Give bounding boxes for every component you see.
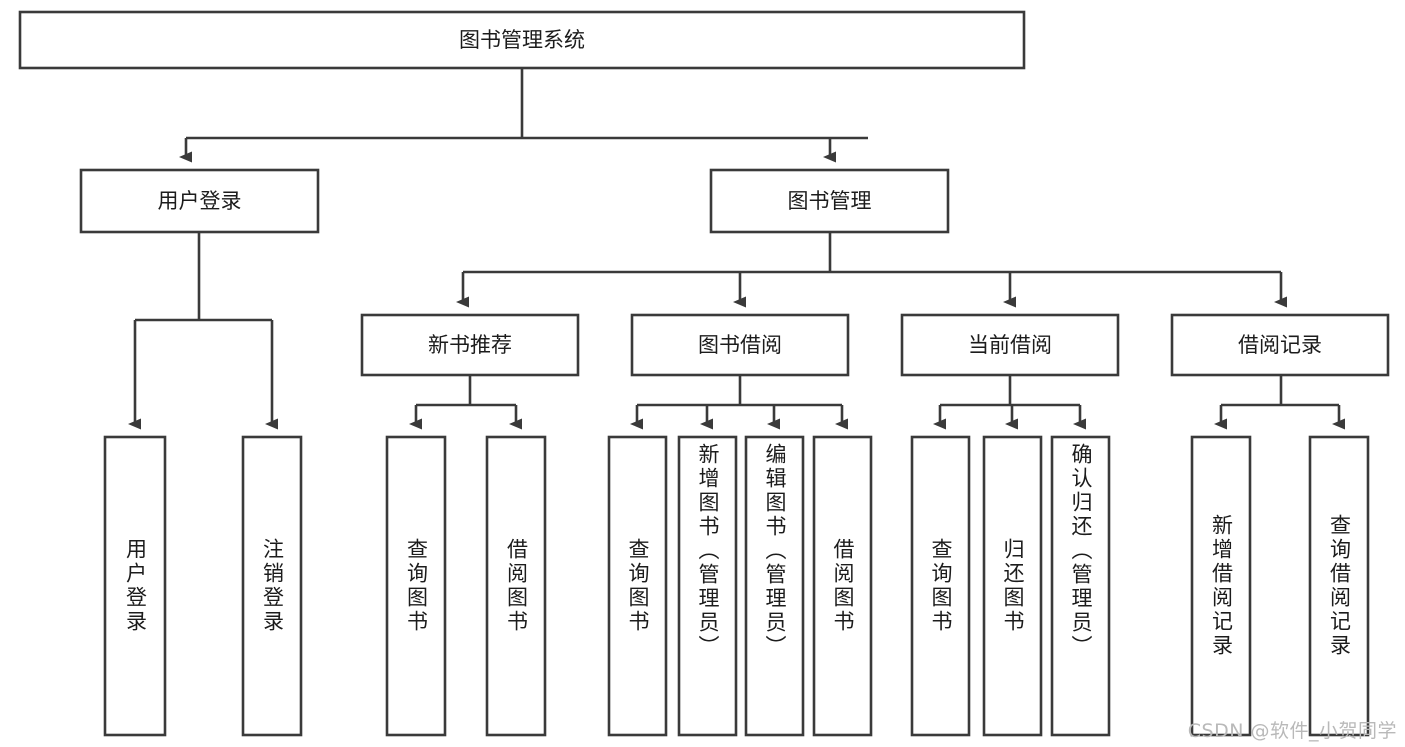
node-root-box[interactable] — [18, 10, 1026, 70]
node-root-label: 图书管理系统 — [459, 28, 585, 52]
node-br-add-record[interactable]: 新增借阅记录 — [1190, 435, 1252, 737]
node-br-query-record-label: 查询借阅记录 — [1327, 514, 1352, 658]
node-cb-return-book[interactable]: 归还图书 — [982, 435, 1043, 737]
node-nbr-borrow-book-label: 借阅图书 — [504, 538, 529, 634]
node-cb-confirm-return-box[interactable] — [1050, 435, 1111, 737]
node-cb-return-book-box[interactable] — [982, 435, 1043, 737]
connector-group-book-borrow — [630, 375, 848, 430]
node-logout-leaf-label: 注销登录 — [260, 538, 285, 634]
node-cb-query-book-label: 查询图书 — [929, 538, 953, 634]
connector-group-current-borrow — [933, 375, 1086, 430]
node-user-login-label: 用户登录 — [158, 189, 242, 213]
node-bb-query-book[interactable]: 查询图书 — [607, 435, 668, 737]
node-cb-confirm-return-label: 确认归还（管理员） — [1069, 443, 1093, 659]
connector-group-new-book-recommend — [409, 375, 522, 430]
node-new-book-recommend[interactable]: 新书推荐 — [360, 313, 580, 377]
node-book-borrow-label: 图书借阅 — [698, 333, 782, 357]
node-nbr-query-book-box[interactable] — [385, 435, 447, 737]
connector-group-user-login — [128, 232, 278, 430]
node-bb-edit-book-box[interactable] — [744, 435, 805, 737]
node-book-manage-box[interactable] — [709, 168, 950, 234]
node-bb-edit-book-label: 编辑图书（管理员） — [763, 443, 787, 659]
node-br-add-record-box[interactable] — [1190, 435, 1252, 737]
node-bb-borrow-book-label: 借阅图书 — [831, 538, 855, 634]
node-cb-return-book-label: 归还图书 — [1001, 538, 1025, 634]
node-book-manage-label: 图书管理 — [788, 189, 872, 213]
node-user-login-box[interactable] — [79, 168, 320, 234]
node-cb-query-book[interactable]: 查询图书 — [910, 435, 971, 737]
node-bb-borrow-book-box[interactable] — [812, 435, 873, 737]
node-nbr-borrow-book-box[interactable] — [485, 435, 547, 737]
node-bb-query-book-box[interactable] — [607, 435, 668, 737]
connector-group-borrow-record — [1214, 375, 1345, 430]
node-bb-add-book-box[interactable] — [677, 435, 738, 737]
csdn-watermark: CSDN @软件_小贺同学 — [1187, 720, 1397, 742]
node-cb-query-book-box[interactable] — [910, 435, 971, 737]
node-user-login[interactable]: 用户登录 — [79, 168, 320, 234]
connector-group-root — [179, 68, 868, 163]
node-logout-leaf-box[interactable] — [241, 435, 303, 737]
node-nbr-borrow-book[interactable]: 借阅图书 — [485, 435, 547, 737]
node-borrow-record-label: 借阅记录 — [1238, 333, 1322, 357]
node-new-book-recommend-box[interactable] — [360, 313, 580, 377]
node-bb-add-book-label: 新增图书（管理员） — [696, 443, 720, 659]
node-book-borrow[interactable]: 图书借阅 — [630, 313, 850, 377]
node-new-book-recommend-label: 新书推荐 — [428, 333, 512, 357]
connector-group-book-manage — [456, 232, 1287, 308]
node-bb-add-book[interactable]: 新增图书（管理员） — [677, 435, 738, 737]
node-br-add-record-label: 新增借阅记录 — [1209, 514, 1234, 658]
node-book-manage[interactable]: 图书管理 — [709, 168, 950, 234]
node-br-query-record[interactable]: 查询借阅记录 — [1308, 435, 1370, 737]
node-borrow-record-box[interactable] — [1170, 313, 1390, 377]
node-user-login-leaf-label: 用户登录 — [123, 538, 148, 634]
node-borrow-record[interactable]: 借阅记录 — [1170, 313, 1390, 377]
node-current-borrow-label: 当前借阅 — [968, 333, 1052, 357]
node-logout-leaf[interactable]: 注销登录 — [241, 435, 303, 737]
node-bb-edit-book[interactable]: 编辑图书（管理员） — [744, 435, 805, 737]
node-br-query-record-box[interactable] — [1308, 435, 1370, 737]
node-nbr-query-book[interactable]: 查询图书 — [385, 435, 447, 737]
node-current-borrow-box[interactable] — [900, 313, 1120, 377]
node-bb-borrow-book[interactable]: 借阅图书 — [812, 435, 873, 737]
node-user-login-leaf[interactable]: 用户登录 — [103, 435, 167, 737]
node-current-borrow[interactable]: 当前借阅 — [900, 313, 1120, 377]
node-user-login-leaf-box[interactable] — [103, 435, 167, 737]
node-root[interactable]: 图书管理系统 — [18, 10, 1026, 70]
node-nbr-query-book-label: 查询图书 — [404, 538, 429, 634]
node-cb-confirm-return[interactable]: 确认归还（管理员） — [1050, 435, 1111, 737]
node-bb-query-book-label: 查询图书 — [626, 538, 650, 634]
node-book-borrow-box[interactable] — [630, 313, 850, 377]
